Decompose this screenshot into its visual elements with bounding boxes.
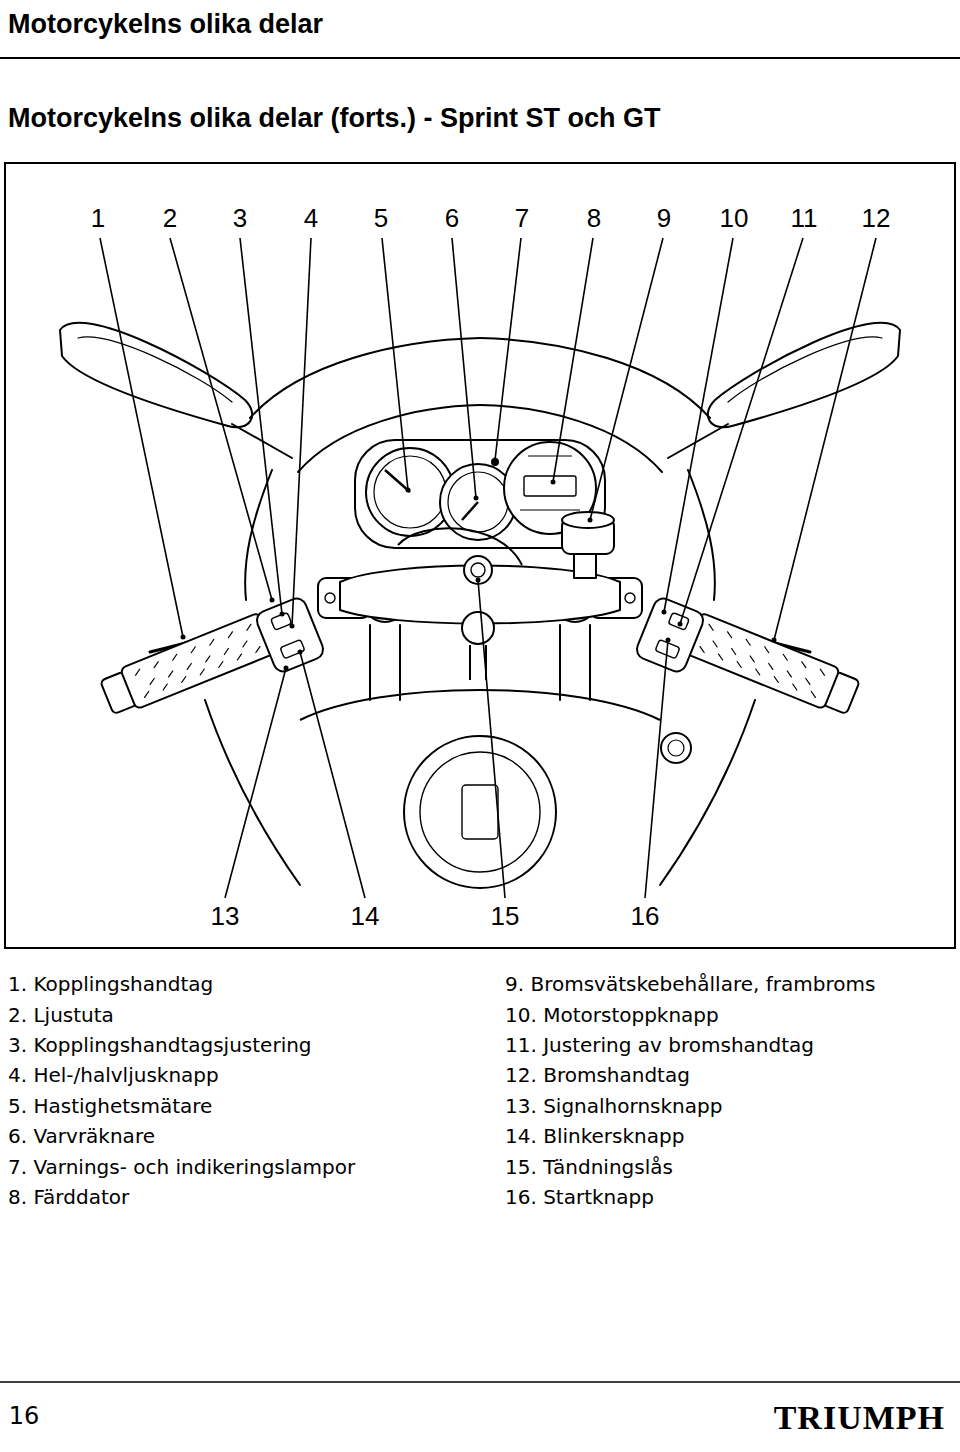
section-heading: Motorcykelns olika delar (forts.) - Spri… (8, 102, 661, 134)
callout-number: 7 (515, 203, 529, 233)
callout-number: 1 (91, 203, 105, 233)
legend-item: 6. Varvräknare (8, 1124, 155, 1148)
callout-number: 11 (791, 203, 818, 233)
header-rule (0, 57, 960, 59)
callout-number: 6 (445, 203, 459, 233)
legend-item: 5. Hastighetsmätare (8, 1094, 212, 1118)
callout-number: 14 (351, 901, 380, 931)
callout-number: 13 (211, 901, 240, 931)
page-header: Motorcykelns olika delar (8, 8, 323, 40)
callout-number: 16 (631, 901, 660, 931)
legend-item: 9. Bromsvätskebehållare, frambroms (505, 972, 875, 996)
callout-number: 9 (657, 203, 671, 233)
legend-item: 13. Signalhornsknapp (505, 1094, 722, 1118)
footer-rule (0, 1381, 960, 1383)
legend-item: 16. Startknapp (505, 1185, 654, 1209)
callout-number: 4 (304, 203, 318, 233)
callout-number: 5 (374, 203, 388, 233)
page-number: 16 (9, 1402, 40, 1430)
legend-item: 10. Motorstoppknapp (505, 1003, 719, 1027)
leader-lines (100, 238, 876, 898)
legend-item: 12. Bromshandtag (505, 1063, 690, 1087)
legend-item: 1. Kopplingshandtag (8, 972, 213, 996)
legend-item: 4. Hel-/halvljusknapp (8, 1063, 219, 1087)
legend-item: 2. Ljustuta (8, 1003, 114, 1027)
legend-item: 8. Färddator (8, 1185, 129, 1209)
callout-number: 12 (862, 203, 891, 233)
brand-logo: TRIUMPH (774, 1399, 945, 1437)
callout-number: 2 (163, 203, 177, 233)
legend-item: 7. Varnings- och indikeringslampor (8, 1155, 355, 1179)
callout-number: 3 (233, 203, 247, 233)
callout-number: 10 (720, 203, 749, 233)
legend-item: 11. Justering av bromshandtag (505, 1033, 814, 1057)
legend-item: 14. Blinkersknapp (505, 1124, 684, 1148)
legend-item: 3. Kopplingshandtagsjustering (8, 1033, 312, 1057)
legend-item: 15. Tändningslås (505, 1155, 673, 1179)
callout-number: 15 (491, 901, 520, 931)
callout-number: 8 (587, 203, 601, 233)
figure-frame (5, 163, 955, 948)
